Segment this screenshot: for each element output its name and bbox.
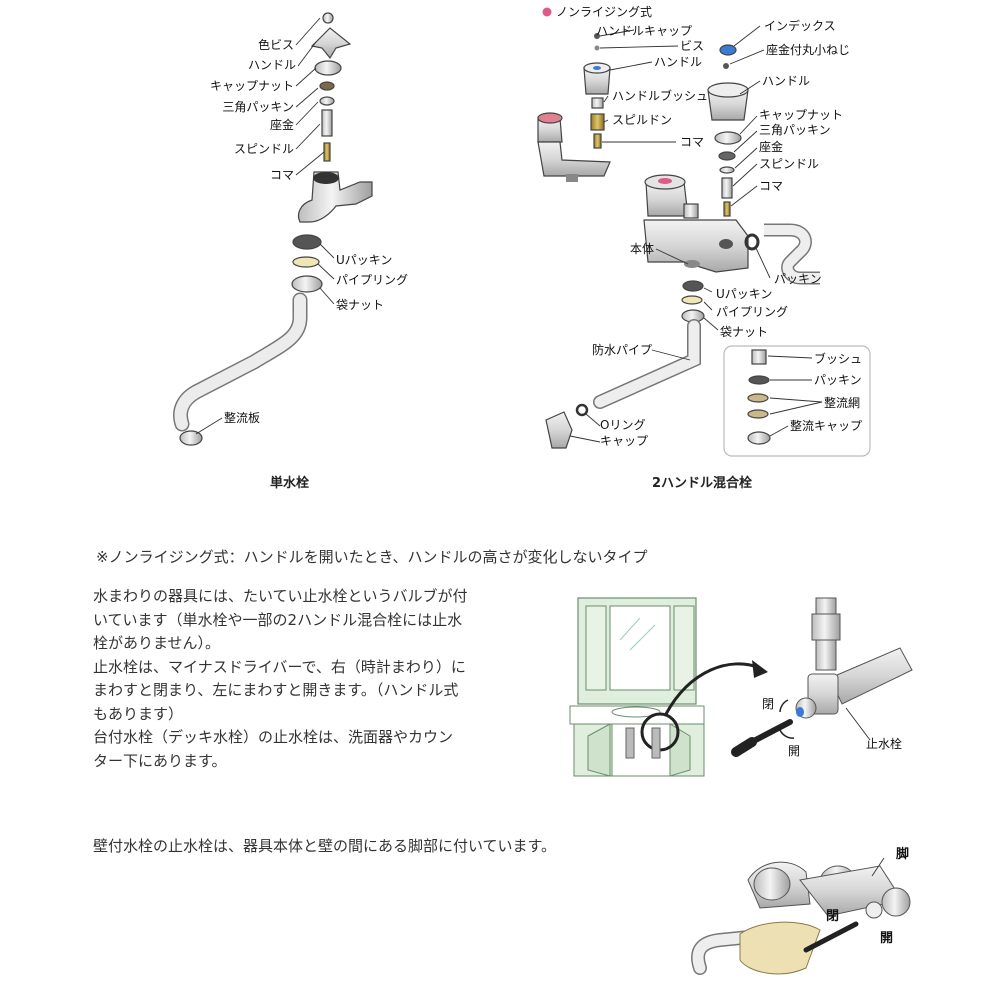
label-right-spindle: スピンドル [759, 157, 820, 171]
single-spout-pipe [173, 292, 308, 432]
legend-non-rising: ノンライジング式 [556, 5, 653, 19]
paragraph-line: まわすと閉まり、左にまわすと開きます。（ハンドル式 [93, 681, 459, 699]
label-wall-open: 開 [880, 931, 894, 946]
wall-faucet-paragraph: 壁付水栓の止水栓は、器具本体と壁の間にある脚部に付いています。 [93, 835, 556, 859]
paragraph-line: ター下にあります。 [93, 751, 227, 770]
label-o-ring: Oリング [600, 418, 646, 432]
label-single-cap-nut: キャップナット [209, 79, 294, 93]
paragraph-line: 栓がありません）。 [93, 634, 221, 652]
label-single-bag-nut: 袋ナット [336, 298, 385, 312]
paragraph-line: もあります） [93, 704, 184, 723]
label-mixer-body: 本体 [630, 242, 655, 256]
label-aerator-bushing: ブッシュ [814, 352, 863, 366]
label-mixer-gasket: パッキン [774, 272, 822, 286]
label-spiledon: スピルドン [612, 113, 673, 127]
label-index: インデックス [764, 19, 836, 33]
label-single-washer: 座金 [269, 118, 294, 132]
paragraph-line: 台付水栓（デッキ水栓）の止水栓は、洗面器やカウン [93, 728, 454, 746]
wall-faucet-illustration [691, 857, 911, 975]
paragraph-line: 壁付水栓の止水栓は、器具本体と壁の間にある脚部に付いています。 [93, 837, 557, 855]
label-wall-leg: 脚 [896, 847, 910, 862]
vanity-illustration [569, 597, 768, 777]
label-right-washer: 座金 [759, 140, 784, 154]
mixer-illustration [537, 7, 871, 457]
label-handle-bushing: ハンドルブッシュ [612, 89, 709, 103]
label-single-koma: コマ [269, 168, 294, 182]
label-aerator-cap: 整流キャップ [790, 419, 863, 433]
single-handle [310, 27, 352, 60]
paragraph-line: いています（単水栓や一部の2ハンドル混合栓には止水 [93, 610, 463, 629]
label-handle-cap: ハンドルキャップ [596, 24, 693, 38]
aerator-box [723, 345, 871, 457]
label-right-handle: ハンドル [762, 74, 811, 88]
mixer-body [643, 219, 749, 273]
label-valve-open: 開 [788, 744, 801, 758]
label-waterproof-pipe: 防水パイプ [592, 343, 653, 357]
single-aerator [179, 430, 203, 446]
label-right-koma: コマ [759, 179, 784, 193]
stop-valve-paragraph: 水まわりの器具には、たいてい止水栓というバルブが付 いています（単水栓や一部の2… [93, 585, 468, 773]
label-right-triangle-packing: 三角パッキン [759, 123, 831, 137]
color-screw [322, 12, 334, 24]
non-rising-note-text: ※ノンライジング式：ハンドルを開いたとき、ハンドルの高さが変化しないタイプ [96, 548, 648, 566]
label-valve-close: 閉 [762, 697, 775, 711]
label-washer-screw: 座金付丸小ねじ [766, 43, 851, 57]
label-mixer-bag-nut: 袋ナット [720, 325, 769, 339]
single-faucet-body [297, 171, 373, 223]
label-wall-close: 閉 [826, 909, 840, 924]
label-aerator-mesh: 整流網 [824, 396, 861, 410]
stop-valve-illustration [731, 597, 913, 757]
label-stop-valve: 止水栓 [866, 737, 903, 751]
label-color-screw: 色ビス [257, 38, 294, 52]
label-left-screw: ビス [680, 39, 705, 53]
zoom-arrow [664, 662, 761, 715]
label-mixer-pipe-ring: パイプリング [716, 305, 789, 319]
label-aerator-packing: パッキン [814, 373, 862, 387]
label-single-pipe-ring: パイプリング [336, 273, 409, 287]
label-single-handle: ハンドル [247, 58, 296, 72]
single-faucet-illustration [173, 12, 373, 446]
paragraph-line: 水まわりの器具には、たいてい止水栓というバルブが付 [93, 587, 468, 605]
single-spindle [321, 109, 333, 137]
label-left-handle: ハンドル [654, 55, 703, 69]
label-right-cap-nut: キャップナット [759, 108, 844, 122]
label-single-triangle-packing: 三角パッキン [222, 100, 294, 114]
paragraph-line: 止水栓は、マイナスドライバーで、右（時計まわり）に [93, 657, 466, 676]
caption-single-faucet: 単水栓 [270, 476, 310, 491]
label-end-cap: キャップ [600, 434, 649, 448]
label-single-u-packing: Uパッキン [336, 253, 393, 267]
caption-mixer: 2ハンドル混合栓 [652, 476, 753, 491]
label-mixer-u-packing: Uパッキン [716, 287, 773, 301]
label-single-aerator: 整流板 [224, 411, 261, 425]
single-cap-nut [314, 60, 342, 76]
label-single-spindle: スピンドル [233, 142, 294, 156]
label-left-koma: コマ [680, 135, 705, 149]
legend-dot [542, 7, 552, 17]
